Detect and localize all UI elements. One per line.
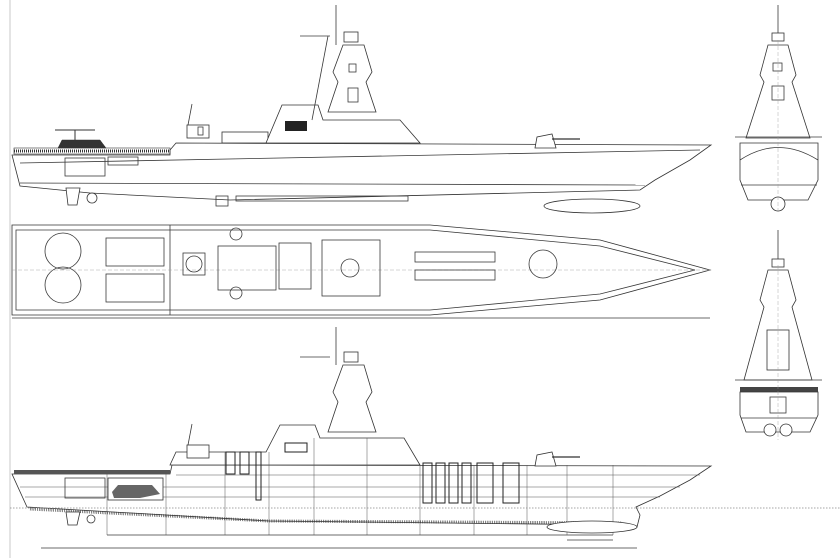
funnel-outlet (185, 255, 203, 273)
inboard-profile (10, 327, 840, 549)
mast-stay (311, 35, 329, 121)
sonar-dome (546, 520, 638, 534)
bow-elevation (735, 5, 822, 212)
hull-section (739, 142, 819, 201)
crane (186, 423, 210, 459)
helo-spot (44, 266, 82, 304)
helicopter (112, 485, 160, 498)
flight-deck-rail (740, 387, 818, 392)
mast-panel (348, 63, 357, 73)
superstructure-top (217, 245, 277, 291)
radar-housing (771, 32, 785, 42)
deck-edge (15, 229, 696, 311)
ciws-mount (229, 286, 243, 300)
rudder (65, 511, 81, 526)
mast-panel (347, 87, 359, 103)
sonar-dome (543, 198, 641, 214)
flare-line (739, 147, 819, 161)
propeller-port (763, 423, 777, 437)
plan-view (11, 224, 712, 319)
radar-housing (343, 31, 359, 43)
side-opening (107, 156, 139, 166)
vls-modules (225, 442, 520, 504)
mast-pyramid (327, 364, 377, 433)
stern-boat-bay (64, 477, 106, 499)
deck-hatch (105, 273, 165, 303)
sheer-line (19, 149, 701, 164)
helicopter (55, 129, 107, 149)
propeller (86, 192, 98, 204)
mast-pyramid (327, 44, 377, 113)
helo-spot (44, 232, 82, 270)
vls-cells (414, 251, 496, 281)
deck-hatch (105, 237, 165, 267)
rudder (65, 187, 81, 206)
crane (186, 103, 210, 139)
ciws-mount (229, 227, 243, 241)
window-grid (285, 121, 307, 131)
double-bottom-hatching (29, 507, 623, 525)
stern-elevation (735, 230, 822, 440)
stabilizer (215, 195, 229, 207)
stern-door (64, 157, 106, 177)
flight-deck-rail (14, 470, 170, 474)
boot-top-line (19, 182, 646, 186)
superstructure (265, 104, 421, 144)
main-gun (534, 451, 580, 467)
main-gun (534, 133, 580, 149)
main-gun-turret (528, 249, 558, 279)
radar-dome (340, 258, 360, 278)
mast-panel (772, 62, 783, 72)
bilge-keel (235, 195, 409, 202)
propeller-starboard (779, 423, 793, 437)
hangar-block (221, 131, 269, 144)
radar-array (321, 239, 381, 297)
propeller (86, 514, 96, 524)
transom (739, 391, 819, 433)
funnel (182, 252, 206, 276)
radar-housing (343, 351, 359, 363)
side-elevation (11, 5, 713, 214)
mast-base (278, 242, 312, 290)
